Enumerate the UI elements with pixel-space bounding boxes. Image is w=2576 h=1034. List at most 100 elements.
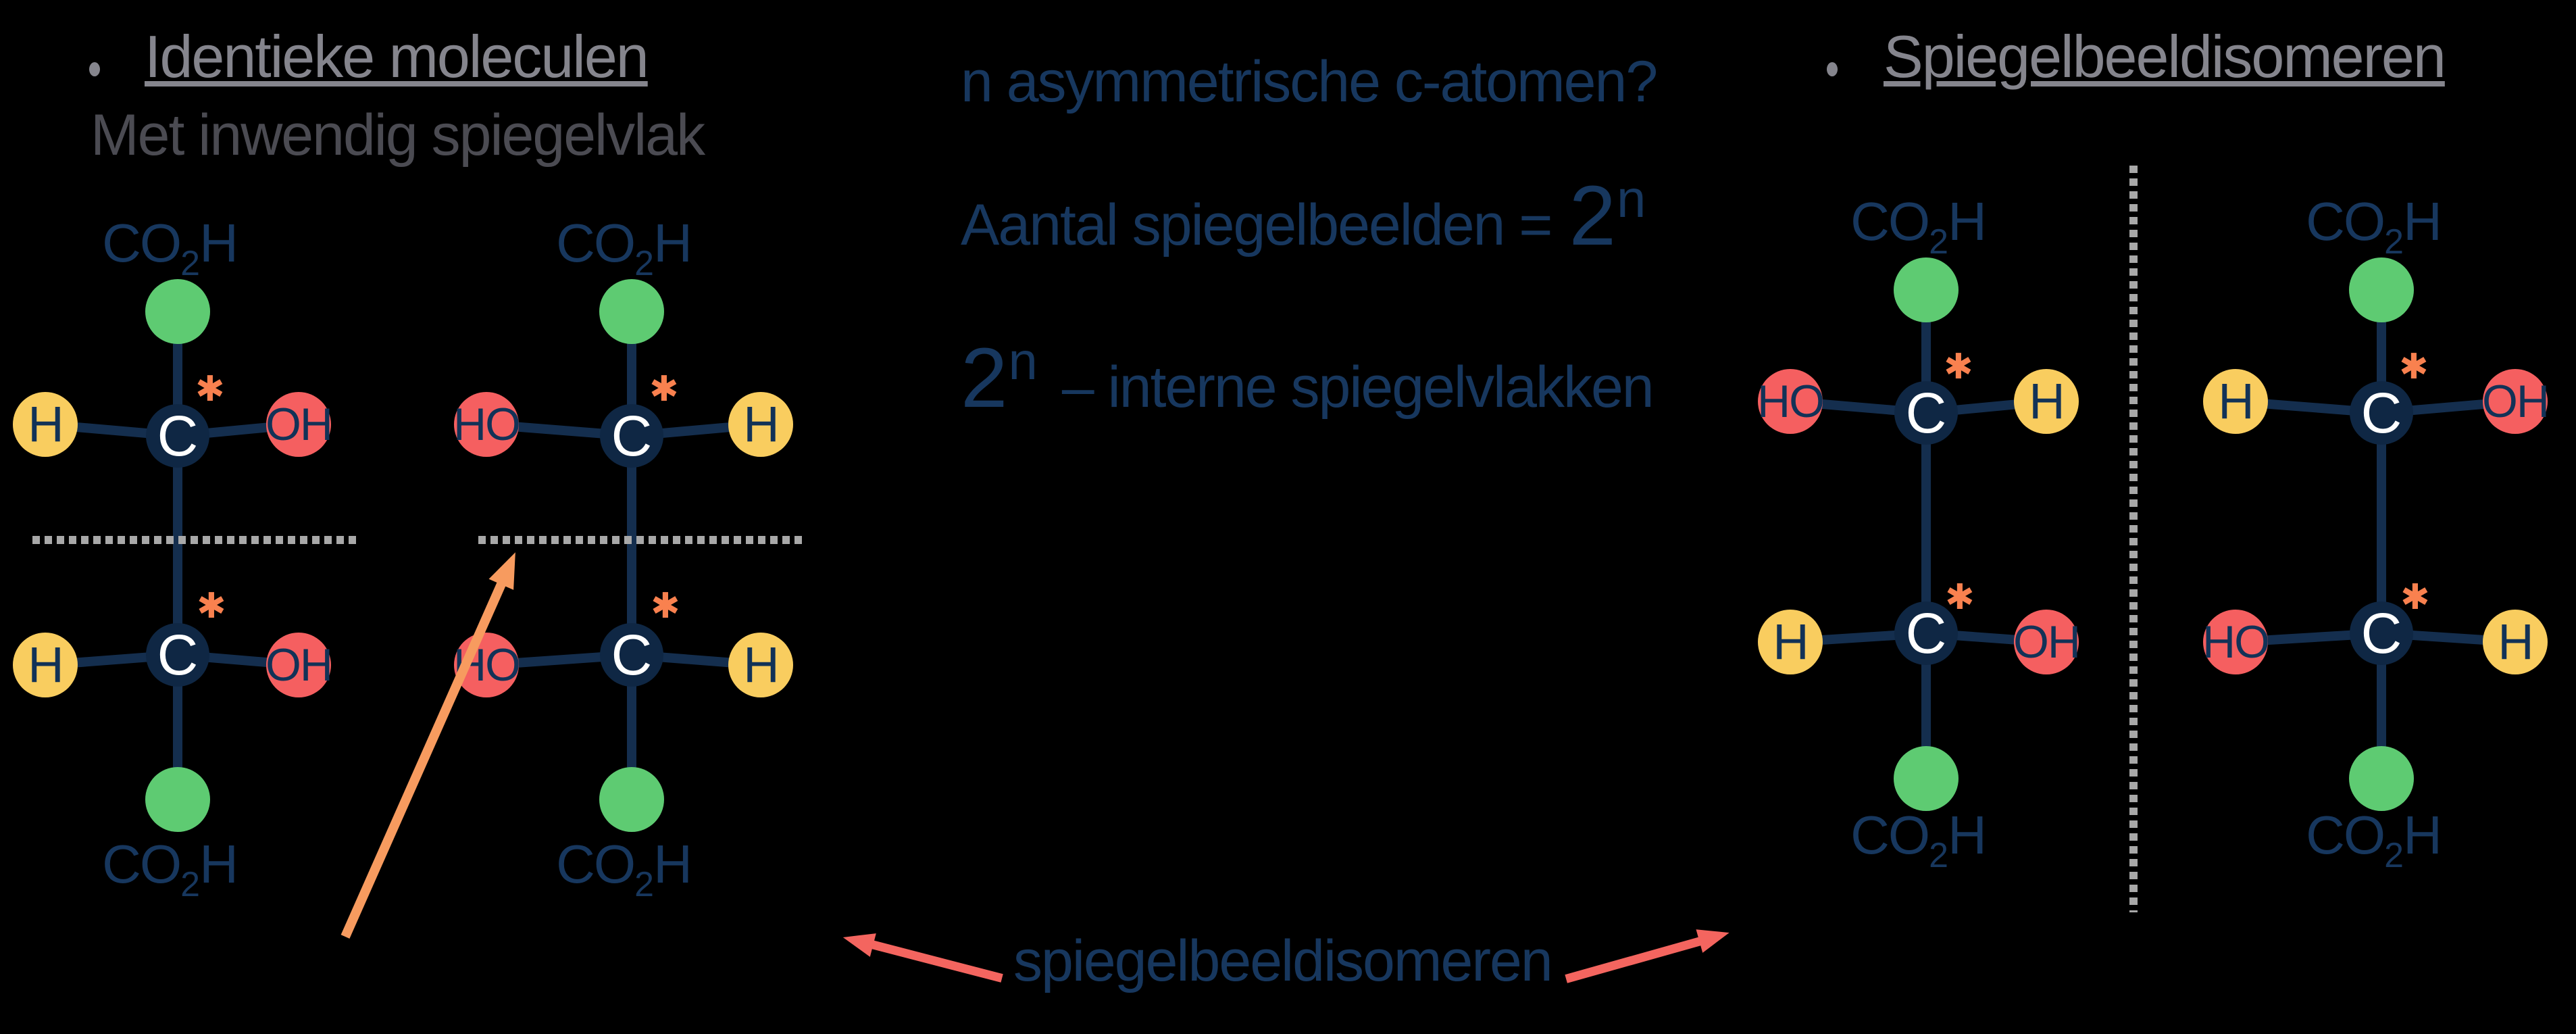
carboxyl-sub: 2	[180, 244, 200, 283]
formula-exponent-n: n	[1008, 331, 1038, 391]
carboxyl-label: CO2H	[28, 213, 311, 282]
mirror-line-vertical	[2129, 166, 2138, 912]
carboxyl-post: H	[653, 834, 692, 894]
atom-label: H	[28, 396, 64, 452]
carboxyl-node	[1894, 746, 1959, 811]
atom-label: OH	[266, 399, 333, 450]
formula-suffix: – interne spiegelvlakken	[1061, 355, 1655, 420]
bullet-icon	[1827, 62, 1838, 76]
caption-arrow-right	[1565, 920, 1733, 983]
chiral-center-asterisk: ✱	[649, 370, 679, 409]
mirror-line-horizontal-right	[478, 536, 804, 544]
formula-base-2: 2	[1569, 169, 1616, 263]
carbon-node: C	[1894, 381, 1958, 445]
carboxyl-node	[2349, 746, 2414, 811]
formula-prefix: Aantal spiegelbeelden =	[961, 193, 1552, 257]
carbon-label: C	[2360, 601, 2402, 665]
atom-hydrogen: H	[2483, 610, 2548, 674]
atom-hydroxyl: HO	[453, 392, 521, 457]
atom-label: OH	[266, 639, 333, 691]
carboxyl-label: CO2H	[482, 834, 765, 903]
carboxyl-sub: 2	[180, 865, 200, 904]
carbon-node: C	[146, 404, 209, 468]
atom-hydroxyl: OH	[2013, 610, 2081, 674]
caption-arrow-left-head	[840, 925, 877, 957]
left-section-subtitle: Met inwendig spiegelvlak	[91, 103, 705, 168]
carboxyl-sub: 2	[1929, 836, 1948, 875]
carboxyl-post: H	[653, 213, 692, 273]
atom-label: H	[743, 637, 779, 693]
atom-label: H	[2029, 373, 2065, 429]
carbon-label: C	[157, 623, 199, 687]
atom-hydroxyl: HO	[2202, 610, 2270, 674]
carboxyl-sub: 2	[1929, 222, 1948, 262]
atom-hydroxyl: OH	[266, 633, 333, 697]
atom-hydrogen: H	[1758, 610, 1823, 674]
caption-spiegelbeeldisomeren: spiegelbeeldisomeren	[1013, 929, 1553, 993]
carboxyl-pre: CO	[1850, 805, 1930, 865]
atom-label: H	[1773, 614, 1809, 670]
mirror-line-horizontal-left	[32, 536, 358, 544]
atom-hydrogen: H	[728, 392, 793, 457]
carbon-label: C	[157, 404, 199, 468]
right-section-title: Spiegelbeeldisomeren	[1884, 27, 2446, 87]
formula-exponent-n: n	[1617, 169, 1646, 228]
carboxyl-pre: CO	[556, 213, 636, 273]
atom-label: HO	[2202, 616, 2270, 668]
caption-arrow-right-head	[1696, 920, 1733, 953]
carbon-node: C	[2350, 381, 2413, 445]
formula-internal-mirrors: 2 n – interne spiegelvlakken	[961, 331, 1655, 420]
carbon-label: C	[1905, 601, 1947, 665]
carbon-label: C	[2360, 381, 2402, 445]
atom-hydroxyl: OH	[266, 392, 333, 457]
atom-label: H	[2498, 614, 2533, 670]
carboxyl-label: CO2H	[28, 834, 311, 903]
carboxyl-node	[599, 767, 664, 832]
carboxyl-post: H	[199, 213, 238, 273]
carboxyl-sub: 2	[2384, 222, 2404, 262]
carboxyl-pre: CO	[102, 213, 182, 273]
chiral-center-asterisk: ✱	[195, 370, 225, 409]
carboxyl-post: H	[2403, 191, 2442, 251]
atom-hydrogen: H	[2203, 369, 2268, 434]
carboxyl-sub: 2	[634, 865, 654, 904]
chiral-center-asterisk: ✱	[2400, 578, 2430, 617]
chiral-center-asterisk: ✱	[1945, 578, 1975, 617]
caption-arrow-left	[840, 925, 1003, 983]
question-line: n asymmetrische c-atomen?	[961, 49, 1658, 114]
atom-label: H	[743, 396, 779, 452]
carboxyl-node	[1894, 257, 1959, 322]
carboxyl-pre: CO	[1850, 191, 1930, 251]
atom-label: HO	[453, 399, 521, 450]
carboxyl-label: CO2H	[1776, 195, 2060, 260]
carboxyl-label: CO2H	[482, 213, 765, 282]
carboxyl-node	[599, 279, 664, 344]
atom-label: HO	[1757, 376, 1825, 427]
carbon-label: C	[1905, 381, 1947, 445]
carboxyl-node	[2349, 257, 2414, 322]
chiral-center-asterisk: ✱	[2399, 347, 2429, 387]
carbon-label: C	[611, 623, 653, 687]
atom-hydrogen: H	[728, 633, 793, 697]
carbon-node: C	[1894, 601, 1958, 665]
atom-label: H	[2218, 373, 2254, 429]
bond	[1921, 290, 1931, 779]
caption-arrow-left-shaft	[868, 939, 1003, 983]
carboxyl-post: H	[1948, 191, 1987, 251]
carboxyl-label: CO2H	[2231, 195, 2515, 260]
chiral-center-asterisk: ✱	[1944, 347, 1973, 387]
chiral-center-asterisk: ✱	[651, 587, 680, 626]
carboxyl-pre: CO	[556, 834, 636, 894]
carboxyl-pre: CO	[102, 834, 182, 894]
internal-mirror-arrow-head	[488, 546, 528, 590]
carbon-node: C	[600, 623, 663, 687]
carboxyl-node	[145, 279, 210, 344]
carboxyl-label: CO2H	[2231, 808, 2515, 874]
carboxyl-node	[145, 767, 210, 832]
bond	[2377, 290, 2386, 779]
carboxyl-sub: 2	[2384, 836, 2404, 875]
atom-hydrogen: H	[13, 392, 78, 457]
carbon-node: C	[2350, 601, 2413, 665]
atom-hydroxyl: HO	[1757, 369, 1825, 434]
